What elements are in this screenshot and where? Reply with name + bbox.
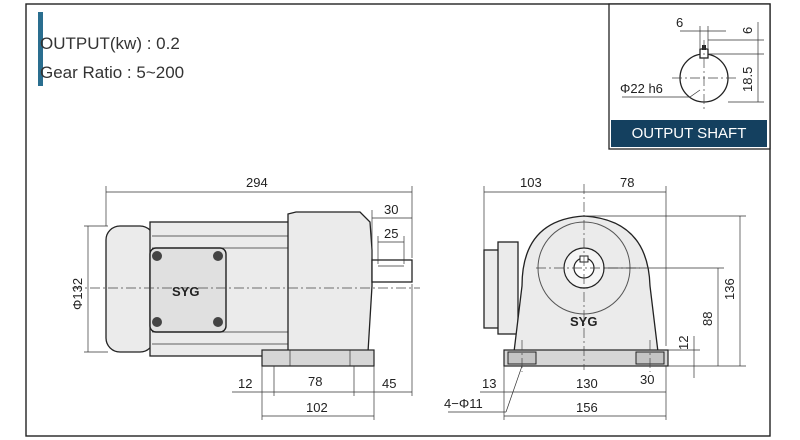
dim-mount-pitch: 78 <box>308 374 322 389</box>
dim-shaft-key-width: 6 <box>676 15 683 30</box>
dim-base-width: 156 <box>576 400 598 415</box>
front-motor-ring <box>497 241 519 335</box>
dim-foot-offset: 12 <box>238 376 252 391</box>
dim-front-left-width: 103 <box>520 175 542 190</box>
dim-foot-edge: 13 <box>482 376 496 391</box>
side-terminal-box <box>149 247 227 333</box>
dim-base-thickness: 12 <box>676 336 691 350</box>
side-output-shaft <box>371 259 413 283</box>
dim-key-length: 25 <box>384 226 398 241</box>
dim-shaft-key-depth: 6 <box>740 27 755 34</box>
dim-motor-diameter: Φ132 <box>70 278 85 310</box>
side-bolt-icon <box>213 251 223 261</box>
spec-accent-bar <box>38 12 43 86</box>
spec-gear-ratio: Gear Ratio : 5~200 <box>40 63 185 82</box>
front-brand-label: SYG <box>570 314 597 329</box>
front-mount-base <box>503 349 669 367</box>
dim-shaft-center-height: 88 <box>700 312 715 326</box>
side-motor-endcap <box>105 225 155 353</box>
side-mount-foot <box>261 349 375 367</box>
dim-shaft-length: 30 <box>384 202 398 217</box>
dim-total-length: 294 <box>246 175 268 190</box>
side-gear-housing <box>287 211 373 353</box>
output-shaft-caption: OUTPUT SHAFT <box>611 120 767 147</box>
dim-shaft-diameter: Φ22 h6 <box>620 81 663 96</box>
dim-total-height: 136 <box>722 278 737 300</box>
dim-base-length: 102 <box>306 400 328 415</box>
side-bolt-icon <box>152 317 162 327</box>
side-bolt-icon <box>213 317 223 327</box>
front-view: SYG 103 78 136 88 12 13 130 30 15 <box>444 175 746 420</box>
dim-shaft-height: 18.5 <box>740 67 755 92</box>
dim-hole-pitch: 130 <box>576 376 598 391</box>
sheet-border <box>25 3 771 437</box>
dim-foot-tail: 30 <box>640 372 654 387</box>
side-view: SYG 294 30 25 Φ132 <box>70 175 420 420</box>
side-bolt-icon <box>152 251 162 261</box>
side-brand-label: SYG <box>172 284 199 299</box>
dim-front-right-width: 78 <box>620 175 634 190</box>
dim-hole-spec: 4−Φ11 <box>444 396 483 411</box>
spec-output: OUTPUT(kw) : 0.2 <box>40 34 180 53</box>
dim-shaft-tail: 45 <box>382 376 396 391</box>
